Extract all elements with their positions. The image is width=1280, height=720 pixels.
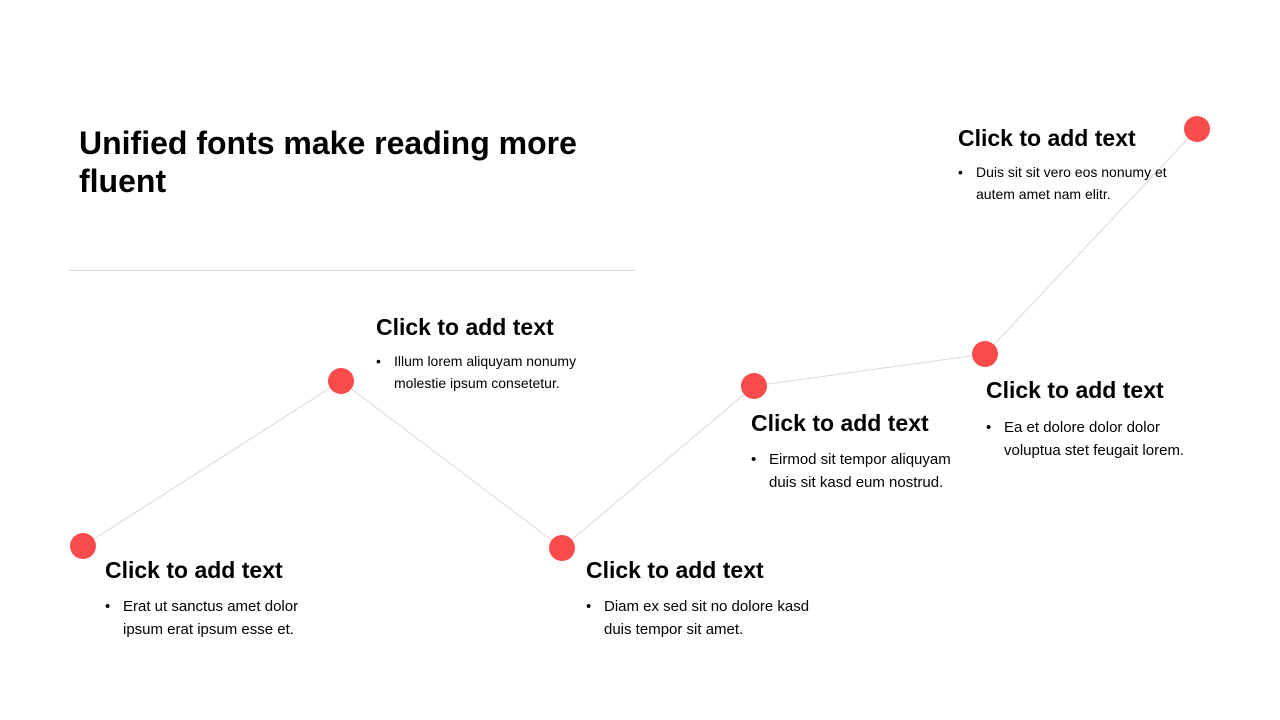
timeline-line [82,128,1198,549]
milestone-text[interactable]: Eirmod sit tempor aliquyam duis sit kasd… [751,448,981,494]
slide-title[interactable]: Unified fonts make reading more fluent [79,125,577,199]
milestone-text[interactable]: Diam ex sed sit no dolore kasd duis temp… [586,595,816,641]
milestone-bullets: Duis sit sit vero eos nonumy et autem am… [958,161,1188,205]
milestone-card-1: Click to add text Erat ut sanctus amet d… [105,556,335,641]
milestone-heading[interactable]: Click to add text [986,377,1164,403]
milestone-bullets: Erat ut sanctus amet dolor ipsum erat ip… [105,595,335,641]
milestone-text[interactable]: Ea et dolore dolor dolor voluptua stet f… [986,416,1216,462]
milestone-bullets: Ea et dolore dolor dolor voluptua stet f… [986,416,1216,462]
milestone-dot-3 [549,535,575,561]
milestone-text[interactable]: Duis sit sit vero eos nonumy et autem am… [958,161,1188,205]
milestone-card-4: Click to add text Eirmod sit tempor aliq… [751,409,981,494]
milestone-dot-5 [972,341,998,367]
milestone-text[interactable]: Illum lorem aliquyam nonumy molestie ips… [376,350,606,394]
milestone-bullets: Eirmod sit tempor aliquyam duis sit kasd… [751,448,981,494]
milestone-heading[interactable]: Click to add text [105,557,283,583]
milestone-heading[interactable]: Click to add text [586,557,764,583]
milestone-heading[interactable]: Click to add text [376,314,554,340]
milestone-card-5: Click to add text Ea et dolore dolor dol… [986,376,1216,462]
milestone-card-2: Click to add text Illum lorem aliquyam n… [376,313,606,394]
milestone-dot-2 [328,368,354,394]
milestone-dot-6 [1184,116,1210,142]
milestone-heading[interactable]: Click to add text [958,125,1136,151]
milestone-card-3: Click to add text Diam ex sed sit no dol… [586,556,816,641]
milestone-card-6: Click to add text Duis sit sit vero eos … [958,124,1188,205]
milestone-bullets: Illum lorem aliquyam nonumy molestie ips… [376,350,606,394]
title-divider [68,270,636,271]
milestone-text[interactable]: Erat ut sanctus amet dolor ipsum erat ip… [105,595,335,641]
milestone-dot-4 [741,373,767,399]
milestone-bullets: Diam ex sed sit no dolore kasd duis temp… [586,595,816,641]
milestone-heading[interactable]: Click to add text [751,410,929,436]
milestone-dot-1 [70,533,96,559]
